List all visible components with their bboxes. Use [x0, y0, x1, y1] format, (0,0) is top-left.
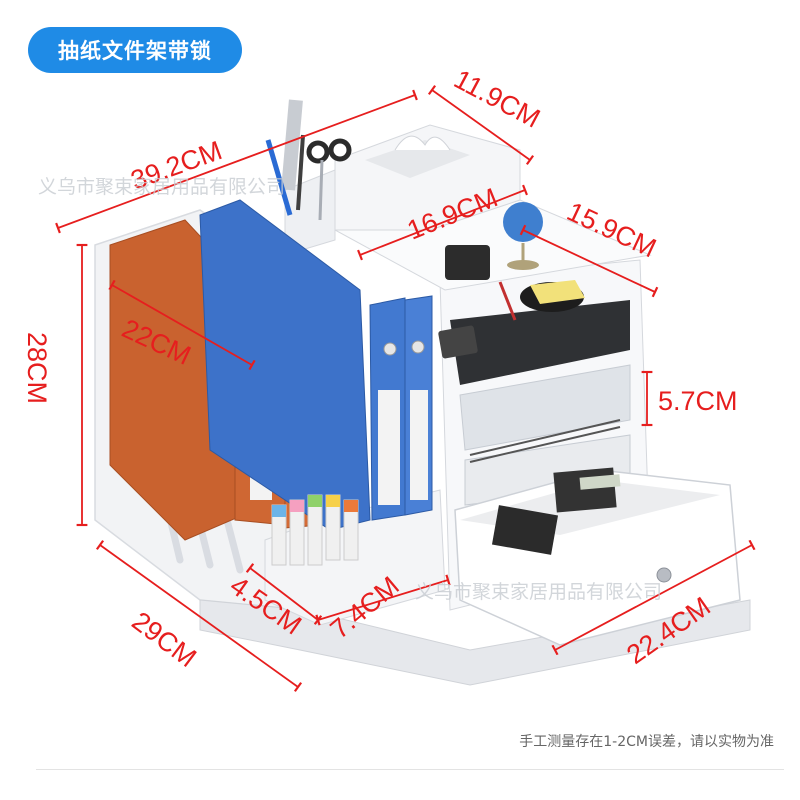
- dim-line-shelf-depth: [519, 224, 659, 298]
- pen-red: [498, 281, 517, 321]
- dim-base-depth: 29CM: [126, 606, 202, 673]
- globe-base: [507, 260, 539, 270]
- marker-cap: [326, 495, 340, 507]
- measurement-note: 手工测量存在1-2CM误差，请以实物为准: [519, 734, 774, 750]
- watermark-bottom: 义乌市聚束家居用品有限公司: [415, 581, 662, 603]
- watermark-top: 义乌市聚束家居用品有限公司: [38, 176, 285, 198]
- dim-line-drawer-width: [551, 539, 756, 656]
- dim-line-pen-width: [245, 563, 323, 625]
- blue-binder-ring-2: [411, 340, 425, 354]
- markers: [271, 494, 359, 566]
- dim-line-base-depth: [95, 539, 303, 693]
- dim-line-tissue-depth: [427, 84, 535, 166]
- dim-shelf-gap: 5.7CM: [658, 386, 738, 416]
- bottom-divider: [36, 769, 784, 770]
- marker-cap: [290, 500, 304, 512]
- phone: [438, 325, 478, 359]
- calculator-display: [579, 474, 621, 490]
- drawer-lock[interactable]: [656, 567, 672, 583]
- shelf-notebooks: [459, 364, 631, 451]
- dim-tissue-depth: 11.9CM: [449, 64, 545, 134]
- dim-line-file-slot: [108, 279, 256, 371]
- card-holder: [445, 245, 490, 280]
- blue-binder-ring-1: [383, 342, 397, 356]
- scissors-blade: [318, 159, 324, 221]
- blue-binder-label-2: [410, 390, 428, 500]
- dimension-lines: [55, 84, 756, 693]
- scissors-ring-left: [306, 140, 330, 164]
- scissors-ring-right: [328, 138, 352, 162]
- product-title-badge: 抽纸文件架带锁: [28, 27, 242, 73]
- dim-height: 28CM: [22, 332, 52, 404]
- dim-line-tissue-width: [357, 184, 528, 261]
- shelf-books-1: [450, 300, 630, 385]
- marker-cap: [272, 505, 286, 517]
- product-title: 抽纸文件架带锁: [58, 39, 212, 63]
- drawer-notebook: [491, 505, 559, 555]
- spiral-binding: [469, 419, 621, 463]
- marker-cap: [344, 500, 358, 512]
- blue-binder-label-1: [378, 390, 400, 505]
- dim-line-pen-length: [315, 574, 451, 626]
- dim-line-top-width: [55, 89, 418, 234]
- marker-cap: [308, 495, 322, 507]
- calculator: [553, 467, 617, 513]
